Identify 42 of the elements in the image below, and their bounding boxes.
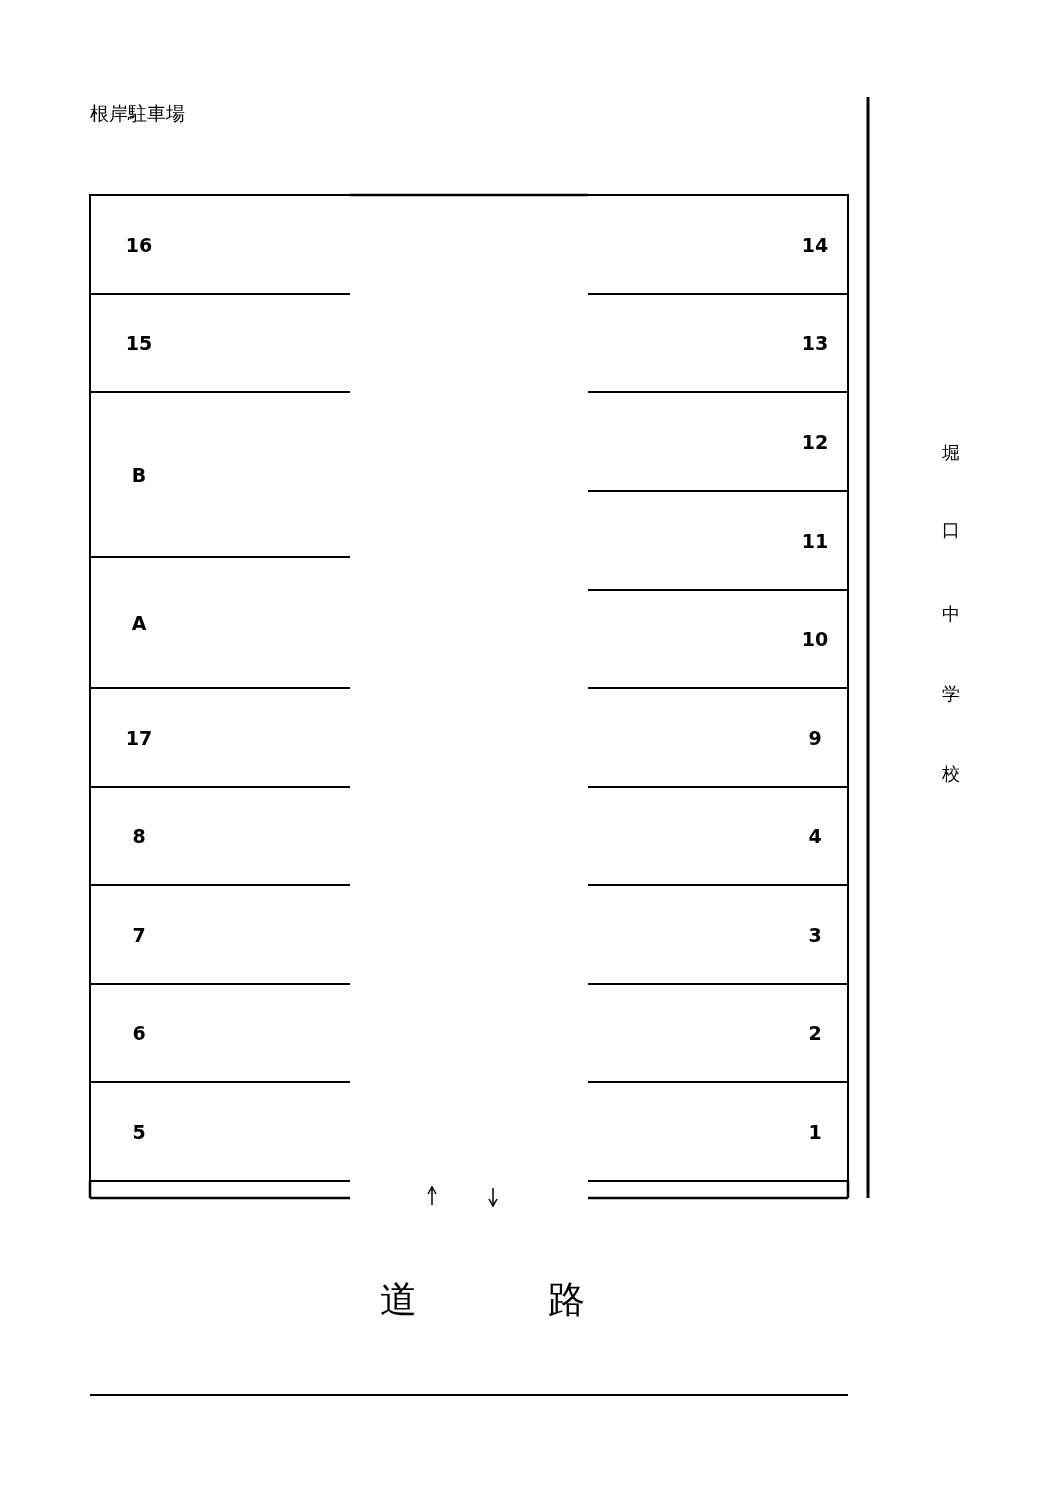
parking-stall	[89, 391, 350, 558]
parking-stall	[588, 589, 849, 689]
parking-stall	[89, 687, 350, 788]
parking-stall	[588, 194, 849, 295]
stall-number: 8	[132, 825, 146, 847]
parking-stall	[588, 884, 849, 985]
parking-stall	[588, 983, 849, 1083]
stall-number: 12	[801, 430, 829, 453]
parking-stall	[588, 687, 849, 788]
parking-stall	[89, 293, 350, 393]
parking-stall	[588, 1081, 849, 1182]
stall-number: 7	[132, 923, 146, 946]
parking-stall	[89, 786, 350, 886]
stall-number: 13	[801, 332, 829, 354]
parking-stall	[89, 556, 350, 689]
stall-number: 1	[808, 1120, 822, 1143]
stall-number: 15	[125, 332, 153, 354]
stall-number: 10	[801, 628, 829, 650]
stall-number: B	[131, 463, 147, 486]
parking-stall	[89, 884, 350, 985]
parking-stall	[588, 786, 849, 886]
stall-number: 5	[132, 1120, 146, 1143]
stall-number: 17	[125, 726, 153, 749]
parking-stall	[89, 1081, 350, 1182]
parking-stall	[588, 490, 849, 591]
stall-number: 2	[808, 1022, 822, 1044]
road-label: 道	[380, 1277, 417, 1323]
stall-number: 9	[808, 726, 822, 749]
stall-number: A	[131, 611, 147, 634]
parking-stall	[588, 293, 849, 393]
stall-number: 11	[801, 529, 829, 552]
parking-stall	[89, 983, 350, 1083]
stall-number: 3	[808, 923, 822, 946]
road-label: 路	[548, 1277, 585, 1323]
parking-stall	[89, 194, 350, 295]
title: 根岸駐車場	[90, 101, 185, 126]
school-label: 堀口中学校	[941, 430, 961, 830]
parking-stall	[588, 391, 849, 492]
stall-number: 14	[801, 233, 829, 256]
stall-number: 4	[808, 825, 822, 847]
stall-number: 16	[125, 233, 153, 256]
stall-number: 6	[132, 1022, 146, 1044]
